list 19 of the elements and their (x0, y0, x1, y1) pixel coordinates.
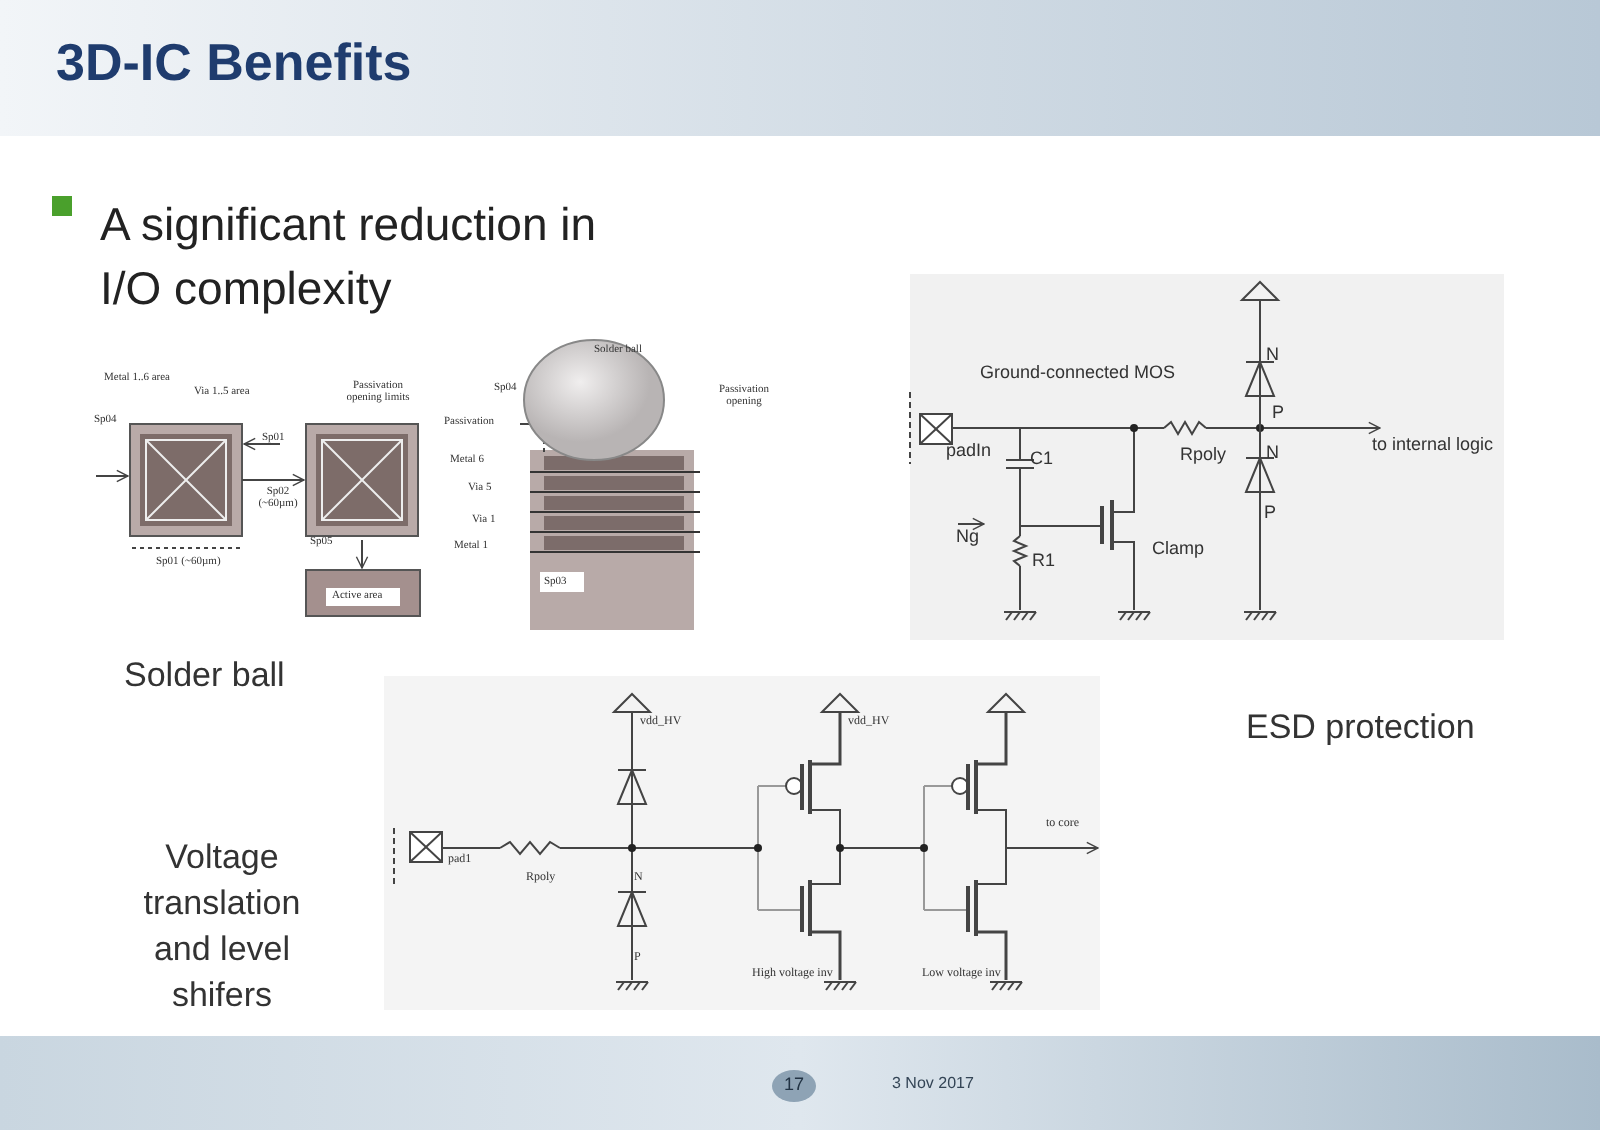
signal-label: Ng (956, 528, 980, 548)
pin-label: P (1264, 504, 1277, 524)
figure-caption: Voltage translation and level shifers (141, 836, 303, 1018)
pin-label: N (1266, 444, 1279, 464)
figure-caption: ESD protection (1246, 710, 1475, 748)
bullet-text: A significant reduction in I/O complexity (100, 196, 599, 318)
page-number: 17 (784, 1076, 805, 1096)
circuit-label: Ground-connected MOS (980, 364, 1176, 384)
component-label: Rpoly (1180, 446, 1227, 466)
signal-label: to internal logic (1372, 436, 1494, 456)
component-label: R1 (1032, 552, 1056, 572)
slide-date: 3 Nov 2017 (892, 1076, 974, 1094)
slide-title: 3D-IC Benefits (56, 34, 412, 92)
pin-label: N (1266, 346, 1279, 366)
pin-label: padIn (946, 442, 992, 462)
pin-label: P (1272, 404, 1285, 424)
figure-caption: Solder ball (124, 658, 285, 696)
component-label: C1 (1030, 450, 1054, 470)
component-label: Clamp (1152, 540, 1205, 560)
